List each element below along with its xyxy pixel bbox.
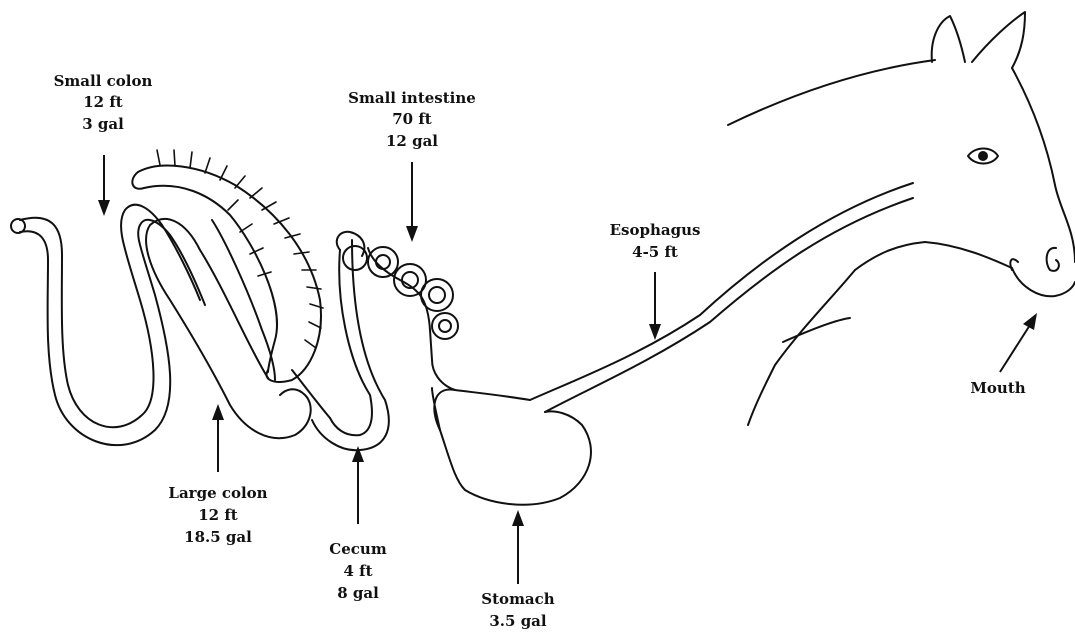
horse-neck-bottom — [783, 318, 850, 342]
stomach-name: Stomach — [481, 590, 554, 608]
large-colon-label: Large colon 12 ft 18.5 gal — [168, 484, 267, 546]
esophagus-name: Esophagus — [610, 221, 701, 239]
esophagus-length: 4-5 ft — [632, 243, 678, 261]
cecum-volume: 8 gal — [337, 584, 379, 602]
small-colon-name: Small colon — [54, 72, 153, 90]
horse-right-ear — [972, 12, 1025, 68]
cecum-label: Cecum 4 ft 8 gal — [329, 540, 387, 602]
esophagus-tube — [530, 183, 913, 412]
mouth-label: Mouth — [970, 379, 1025, 397]
small-intestine-length: 70 ft — [392, 110, 432, 128]
large-colon-length: 12 ft — [198, 506, 238, 524]
stomach-shape — [434, 390, 591, 505]
large-colon-volume: 18.5 gal — [184, 528, 252, 546]
cecum-length: 4 ft — [343, 562, 372, 580]
esophagus-label: Esophagus 4-5 ft — [610, 221, 701, 261]
horse-muzzle — [1012, 268, 1075, 296]
horse-neck-top — [728, 60, 935, 125]
small-intestine-name: Small intestine — [348, 89, 476, 107]
mouth-name: Mouth — [970, 379, 1025, 397]
small-colon-label: Small colon 12 ft 3 gal — [54, 72, 153, 133]
pointer-arrows — [98, 155, 1037, 584]
large-colon — [132, 150, 323, 438]
horse-nostril — [1047, 248, 1059, 271]
small-colon — [11, 205, 205, 445]
small-intestine-volume: 12 gal — [386, 132, 438, 150]
horse-jaw — [855, 242, 1012, 270]
horse-head — [728, 12, 1075, 425]
cecum-name: Cecum — [329, 540, 387, 558]
stomach-volume: 3.5 gal — [489, 612, 547, 630]
stomach-label: Stomach 3.5 gal — [481, 590, 554, 630]
horse-left-ear — [932, 16, 965, 62]
small-colon-length: 12 ft — [83, 93, 123, 111]
horse-pupil — [978, 151, 988, 161]
horse-face — [1012, 68, 1075, 262]
small-intestine-label: Small intestine 70 ft 12 gal — [348, 89, 476, 150]
large-colon-name: Large colon — [168, 484, 267, 502]
small-colon-volume: 3 gal — [82, 115, 124, 133]
horse-throat — [748, 270, 855, 425]
mouth-arrow — [1000, 325, 1030, 372]
